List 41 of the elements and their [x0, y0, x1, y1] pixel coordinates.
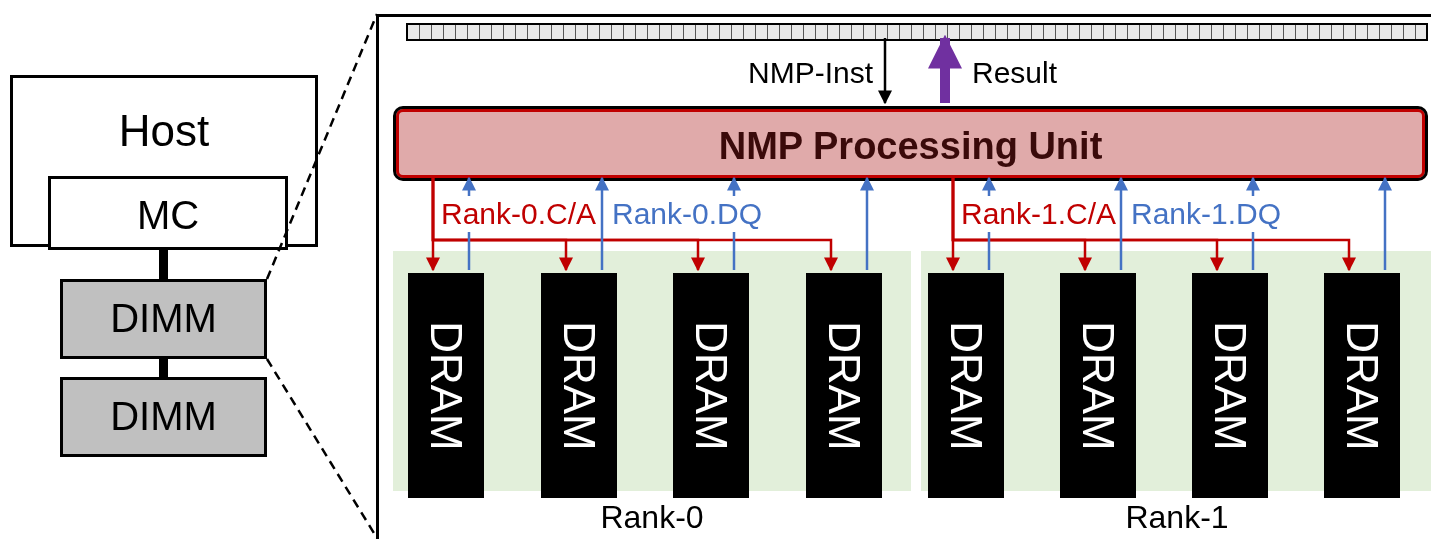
connector-strip [406, 23, 1428, 41]
dram-chip [541, 273, 617, 498]
node-label: Rank-1 [1124, 499, 1230, 536]
arrow [595, 176, 609, 270]
arrow [878, 38, 892, 105]
dram-chip [806, 273, 882, 498]
zoom-line [265, 13, 379, 280]
dram-chip [1060, 273, 1136, 498]
dimm-detail-panel [376, 14, 1431, 539]
dram-chip [673, 273, 749, 498]
arrow [928, 34, 962, 103]
memory-controller-box [48, 176, 288, 250]
dimm-module-box [60, 377, 267, 457]
node-label: Host [117, 106, 211, 156]
arrow [951, 178, 1356, 272]
dram-chip [1324, 273, 1400, 498]
dram-chip [1192, 273, 1268, 498]
node-label: DRAM [941, 320, 991, 451]
dram-chip [408, 273, 484, 498]
arrow [431, 178, 838, 272]
node-label: DRAM [1073, 320, 1123, 451]
dimm-module-box [60, 279, 267, 359]
node-label: DRAM [554, 320, 604, 451]
arrow [1114, 176, 1128, 270]
node-label: MC [135, 193, 201, 238]
node-label: DIMM [109, 296, 218, 341]
dram-chip [928, 273, 1004, 498]
arrow [1378, 176, 1392, 270]
connector-line [159, 247, 168, 279]
connector-line [159, 359, 168, 377]
node-label: DRAM [1205, 320, 1255, 451]
processing-unit-box [393, 106, 1428, 181]
node-label: DRAM [819, 320, 869, 451]
arrow [860, 176, 874, 270]
node-label: DRAM [686, 320, 736, 451]
node-label: NMP Processing Unit [717, 125, 1104, 168]
host-box [10, 75, 318, 247]
node-label: Rank-0 [599, 499, 705, 536]
node-label: DRAM [421, 320, 471, 451]
node-label: DRAM [1337, 320, 1387, 451]
node-label: DIMM [109, 394, 218, 439]
